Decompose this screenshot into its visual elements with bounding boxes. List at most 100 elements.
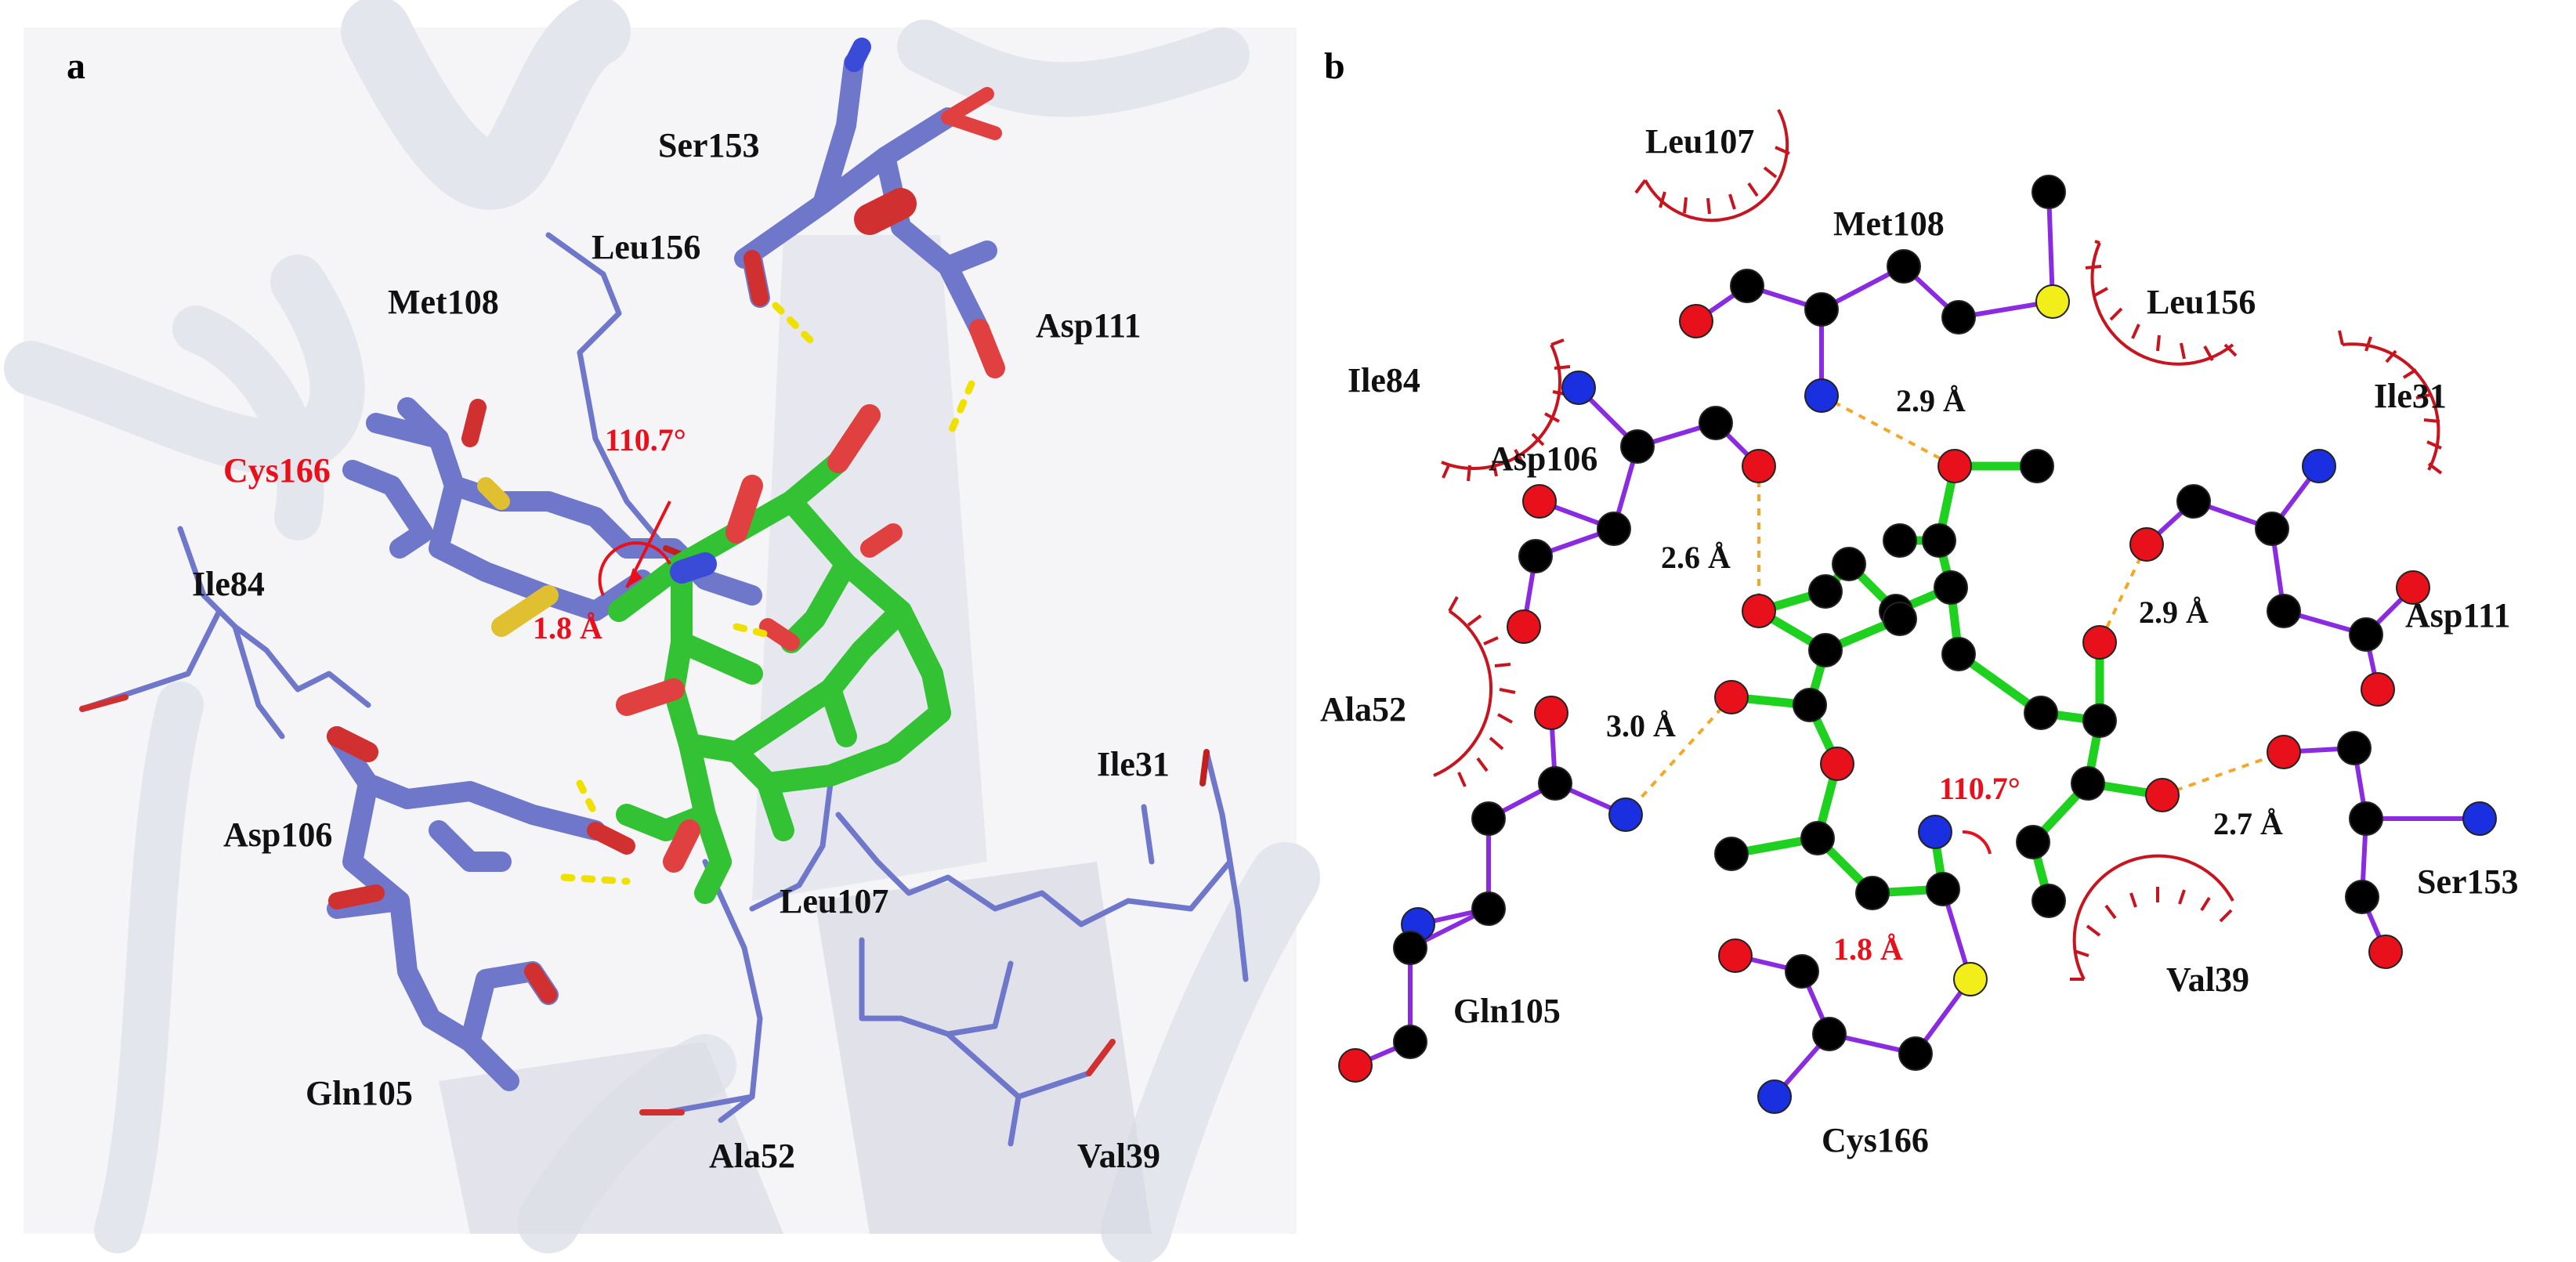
atom-o — [1742, 449, 1776, 483]
atom-c — [1714, 837, 1749, 871]
distance-label-a: 1.8 Å — [533, 610, 602, 645]
atom-c — [1832, 547, 1866, 581]
protein-ribbon — [4, 0, 1320, 1262]
label-cys166: Cys166 — [223, 451, 331, 490]
atom-c — [1393, 931, 1427, 965]
atom-c — [1883, 602, 1917, 636]
atom-c — [1812, 1017, 1847, 1051]
stick-heteroatoms — [79, 38, 1210, 1116]
label-b-val39: Val39 — [2166, 960, 2249, 999]
atom-o — [1534, 696, 1568, 730]
atom-c — [2082, 703, 2117, 738]
atom-o — [1742, 594, 1776, 628]
angle-label-a: 110.7° — [605, 422, 686, 457]
ligand-heteroatoms — [616, 404, 903, 873]
label-b-asp106: Asp106 — [1489, 439, 1597, 478]
atom-n — [1918, 815, 1952, 849]
atom-c — [2345, 880, 2379, 914]
label-ser153: Ser153 — [658, 126, 760, 165]
atom-n — [2302, 449, 2336, 483]
label-b-asp111: Asp111 — [2405, 596, 2511, 635]
atom-c — [1887, 249, 1921, 284]
atom-c — [1808, 633, 1843, 667]
atom-c — [2349, 801, 2383, 836]
atom-o — [2267, 735, 2301, 769]
atom-c — [1471, 891, 1506, 926]
panel-a-letter: a — [67, 45, 85, 87]
label-b-ser153: Ser153 — [2417, 862, 2519, 901]
hydrogen-bonds-2d — [1624, 394, 2285, 816]
atom-o — [1820, 747, 1854, 781]
label-asp106: Asp106 — [223, 815, 332, 854]
atom-n — [1561, 371, 1596, 405]
atom-c — [1597, 512, 1631, 546]
atom-n — [1804, 378, 1839, 413]
distance-b-1: 2.9 Å — [1896, 383, 1966, 418]
atom-o — [1718, 938, 1753, 973]
residue-bonds — [1354, 191, 2480, 1098]
atom-c — [2176, 484, 2211, 519]
hydrophobic-arcs — [1433, 109, 2443, 981]
label-asp111: Asp111 — [1036, 306, 1141, 345]
label-b-leu107: Leu107 — [1645, 122, 1754, 161]
atom-c — [1471, 801, 1506, 836]
label-b-ala52: Ala52 — [1320, 690, 1406, 729]
arc-ile84 — [1441, 338, 1571, 482]
panel-b: b — [1320, 45, 2519, 1159]
atom-c — [1804, 292, 1839, 327]
distance-b-3: 2.9 Å — [2139, 595, 2209, 630]
panel-a: a Ser153 Leu156 Met108 Asp111 Cys166 Ile… — [4, 0, 1320, 1262]
arc-leu156 — [2085, 240, 2238, 366]
label-b-cys166: Cys166 — [1822, 1121, 1929, 1159]
label-b-ile31: Ile31 — [2374, 377, 2447, 415]
atom-s — [1953, 962, 1988, 996]
label-ile84: Ile84 — [192, 565, 265, 603]
atom-o — [2361, 672, 2395, 707]
arc-ala52 — [1433, 596, 1516, 787]
atom-c — [2016, 825, 2050, 859]
label-b-met108: Met108 — [1833, 204, 1945, 243]
angle-label-b: 110.7° — [1939, 771, 2021, 806]
atom-c — [1941, 300, 1976, 334]
atom-c — [1898, 1036, 1933, 1071]
atom-c — [2255, 512, 2289, 546]
label-b-ile84: Ile84 — [1348, 361, 1420, 400]
arc-ile31 — [2338, 330, 2443, 475]
atom-c — [2024, 696, 2058, 730]
panel-b-letter: b — [1324, 45, 1345, 87]
atom-c — [1883, 523, 1917, 558]
atom-o — [1714, 680, 1749, 714]
atom-o — [2145, 778, 2180, 812]
atoms — [1338, 175, 2497, 1114]
atom-o — [2129, 527, 2164, 562]
atom-c — [1808, 574, 1843, 609]
label-leu156: Leu156 — [592, 228, 700, 266]
atom-c — [2071, 766, 2105, 801]
angle-marker-b — [1962, 830, 1992, 855]
atom-c — [1934, 570, 1968, 605]
atom-c — [2031, 175, 2066, 209]
atom-s — [2035, 284, 2070, 319]
atom-o — [2368, 935, 2403, 969]
atom-c — [1793, 688, 1827, 722]
distance-b-5: 2.7 Å — [2213, 806, 2283, 841]
label-b-leu156: Leu156 — [2147, 283, 2256, 321]
atom-o — [1522, 484, 1557, 519]
atom-c — [1941, 637, 1976, 671]
distance-b-4: 3.0 Å — [1606, 708, 1676, 743]
label-leu107: Leu107 — [780, 882, 888, 920]
atom-c — [1393, 1025, 1427, 1059]
atom-c — [2337, 731, 2372, 765]
atom-c — [2020, 449, 2054, 483]
atom-c — [1800, 821, 1835, 855]
atom-c — [1538, 766, 1572, 801]
atom-o — [1937, 449, 1972, 483]
atom-c — [2267, 594, 2301, 628]
label-val39: Val39 — [1077, 1137, 1160, 1175]
atom-c — [1518, 539, 1553, 573]
atom-c — [2349, 617, 2383, 652]
atom-o — [1507, 609, 1541, 644]
atom-n — [2462, 801, 2497, 836]
atom-c — [1855, 876, 1890, 910]
